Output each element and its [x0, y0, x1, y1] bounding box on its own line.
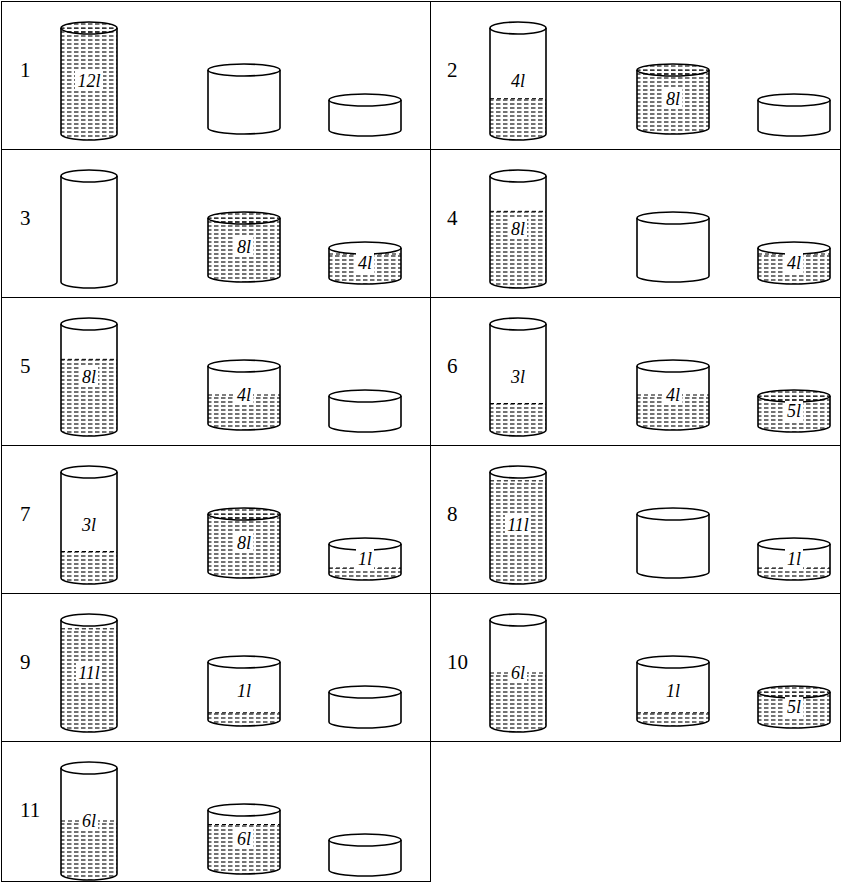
empty-jug — [757, 94, 831, 136]
water-jug: 12l — [60, 22, 118, 140]
puzzle-panel: 4 8l 4l — [430, 149, 841, 298]
panel-number: 8 — [447, 502, 458, 526]
jug-drawing — [757, 94, 831, 136]
jug-drawing — [328, 834, 402, 876]
jug-amount: 12l — [75, 71, 102, 91]
puzzle-panel: 7 3l 8l 1l — [1, 445, 431, 594]
jug-amount: 3l — [80, 515, 98, 535]
jug-drawing — [328, 94, 402, 136]
puzzle-panel: 2 4l 8l — [430, 1, 841, 150]
panel-number: 5 — [20, 354, 31, 378]
panel-number: 7 — [20, 502, 31, 526]
jug-amount: 3l — [509, 367, 527, 387]
water-jug: 1l — [757, 538, 831, 580]
jug-drawing — [60, 170, 118, 288]
water-jug: 5l — [757, 390, 831, 432]
water-jug: 11l — [60, 614, 118, 732]
empty-jug — [328, 94, 402, 136]
panel-number: 4 — [447, 206, 458, 230]
puzzle-panel: 10 6l 1l 5l — [430, 593, 841, 742]
water-jug: 4l — [207, 360, 281, 430]
jug-amount: 4l — [235, 385, 253, 405]
water-jug: 1l — [636, 656, 710, 726]
panel-number: 6 — [447, 354, 458, 378]
jug-drawing — [328, 390, 402, 432]
jug-amount: 8l — [509, 219, 527, 239]
jug-amount: 1l — [785, 549, 803, 569]
puzzle-panel: 6 3l 4l 5l — [430, 297, 841, 446]
jug-amount: 6l — [235, 829, 253, 849]
jug-amount: 8l — [235, 533, 253, 553]
water-jug: 8l — [207, 212, 281, 282]
jug-amount: 4l — [356, 253, 374, 273]
puzzle-panel: 11 6l 6l — [1, 741, 431, 882]
puzzle-panel: 8 11l 1l — [430, 445, 841, 594]
panel-number: 3 — [20, 206, 31, 230]
water-jug: 5l — [757, 686, 831, 728]
jug-amount: 11l — [505, 515, 531, 535]
jug-drawing — [328, 686, 402, 728]
jug-drawing — [636, 212, 710, 282]
water-jug: 11l — [489, 466, 547, 584]
water-jug: 8l — [207, 508, 281, 578]
puzzle-panel: 1 12l — [1, 1, 431, 150]
jug-amount: 8l — [80, 367, 98, 387]
jug-amount: 11l — [76, 663, 102, 683]
jug-amount: 4l — [785, 253, 803, 273]
empty-jug — [207, 64, 281, 134]
empty-jug — [328, 390, 402, 432]
water-jug: 8l — [60, 318, 118, 436]
jug-amount: 5l — [785, 401, 803, 421]
jug-amount: 1l — [235, 681, 253, 701]
empty-jug — [636, 212, 710, 282]
jug-amount: 1l — [664, 681, 682, 701]
water-jug: 4l — [757, 242, 831, 284]
jug-drawing — [207, 64, 281, 134]
empty-jug — [328, 834, 402, 876]
water-jug: 8l — [489, 170, 547, 288]
water-jug: 8l — [636, 64, 710, 134]
water-jug: 6l — [207, 804, 281, 874]
water-jug: 1l — [207, 656, 281, 726]
panel-number: 1 — [20, 58, 31, 82]
puzzle-panel: 3 8l 4l — [1, 149, 431, 298]
jug-amount: 1l — [356, 549, 374, 569]
jug-amount: 6l — [80, 811, 98, 831]
water-jug: 4l — [636, 360, 710, 430]
water-jug: 6l — [489, 614, 547, 732]
water-jug: 4l — [328, 242, 402, 284]
water-jug: 3l — [60, 466, 118, 584]
water-jug: 3l — [489, 318, 547, 436]
jug-amount: 8l — [664, 89, 682, 109]
empty-jug — [328, 686, 402, 728]
puzzle-panel: 9 11l 1l — [1, 593, 431, 742]
panel-number: 2 — [447, 58, 458, 82]
empty-jug — [60, 170, 118, 288]
jug-amount: 4l — [509, 71, 527, 91]
water-jug: 6l — [60, 762, 118, 880]
empty-jug — [636, 508, 710, 578]
jug-amount: 4l — [664, 385, 682, 405]
jug-amount: 5l — [785, 697, 803, 717]
water-jug: 1l — [328, 538, 402, 580]
puzzle-panel: 5 8l 4l — [1, 297, 431, 446]
jug-amount: 6l — [509, 663, 527, 683]
jug-amount: 8l — [235, 237, 253, 257]
jug-drawing — [636, 508, 710, 578]
panel-number: 9 — [20, 650, 31, 674]
water-jug: 4l — [489, 22, 547, 140]
panel-number: 11 — [20, 798, 40, 822]
panel-number: 10 — [447, 650, 468, 674]
